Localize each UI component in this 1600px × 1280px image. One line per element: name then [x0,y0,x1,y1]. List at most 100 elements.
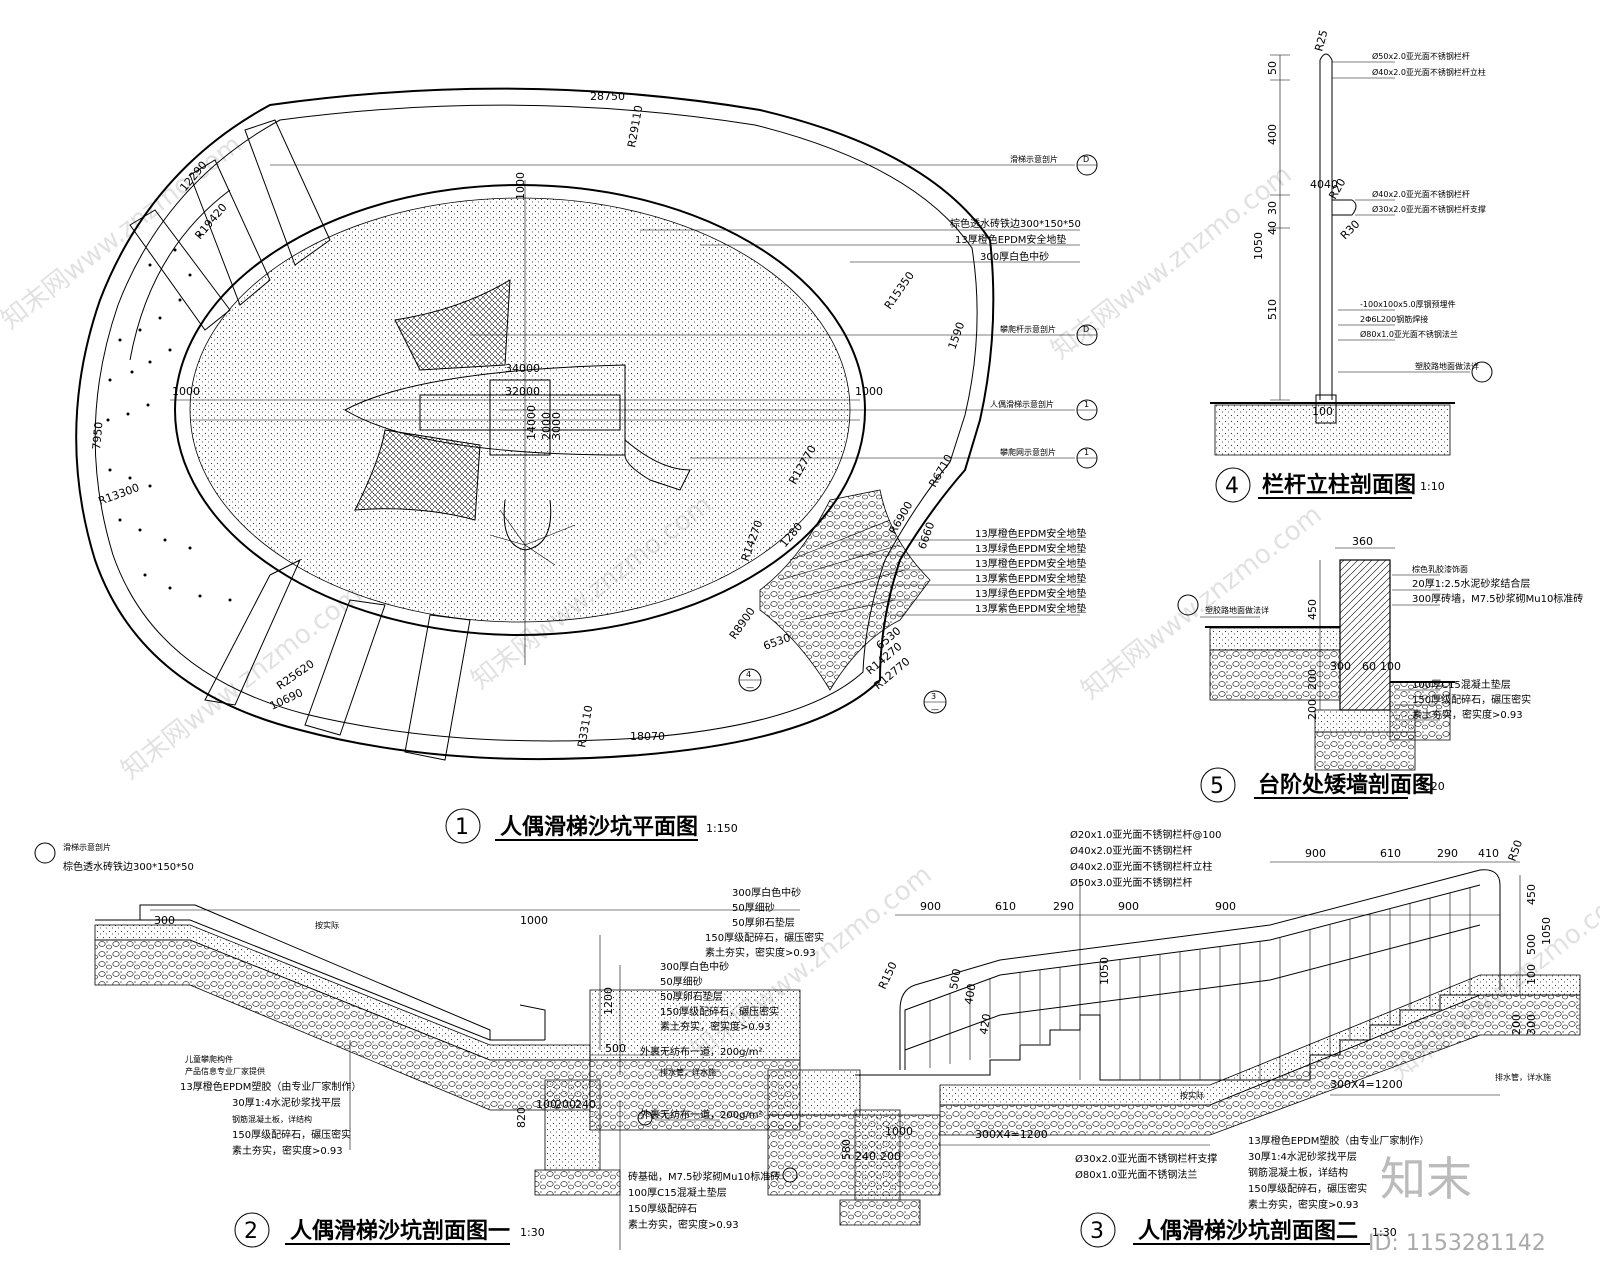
svg-text:1: 1 [1084,400,1089,409]
puppet-deck [419,394,621,431]
dim-s2-240: 240 [575,1098,596,1111]
svg-text:D: D [1083,155,1089,164]
note-wall-7: 素土夯实，密实度>0.93 [1412,708,1523,721]
dim-s3-stairs-a: 300X4=1200 [975,1128,1048,1141]
dim-2000: 2000 [540,412,553,440]
dim-s2-820: 820 [515,1107,528,1128]
dim-s3-1000: 1000 [885,1125,913,1138]
dim-r13300: R13300 [97,481,142,508]
note-s3-bottom-2: Ø80x1.0亚光面不锈钢法兰 [1075,1168,1197,1181]
dim-s3-r150: R150 [876,960,900,991]
section-2-ref-marker [34,842,56,864]
dim-s3-1050: 1050 [1540,917,1553,945]
dim-r29110: R29110 [625,104,645,148]
section-2-slide: 300 1000 按实际 1200 500 820 100 200 240 滑梯… [34,842,801,1250]
dim-3000: 3000 [550,412,563,440]
dim-s3-l420: 420 [977,1013,993,1036]
callout-white-sand: 300厚白色中砂 [980,250,1049,263]
dim-r19420: R19420 [192,201,229,242]
climbing-net-upper [394,279,511,371]
svg-text:1: 1 [1084,448,1089,457]
section-4-ref-marker [1471,361,1493,383]
dim-1590: 1590 [946,320,968,351]
sec2-right-notes: 300厚白色中砂 50厚细砂 50厚卵石垫层 150厚级配碎石，碾压密实 素土夯… [640,960,779,1121]
dim-s3-610a: 610 [995,900,1016,913]
stepping-dots [106,233,232,602]
sec4-title-scale: 1:10 [1420,480,1445,493]
dim-post-4040: 4040 [1310,178,1338,191]
dim-s3-240: 240 [855,1150,876,1163]
callout-epdm-3: 13厚橙色EPDM安全地垫 [975,557,1086,570]
dim-1000-left: 1000 [172,385,200,398]
callout-slide-section: 滑梯示意剖片 [1010,154,1058,164]
sec2-title-text: 人偶滑梯沙坑剖面图一 [290,1218,510,1244]
sec5-title-number: 5 [1210,774,1224,799]
dim-post-50: 50 [1266,61,1279,75]
dim-s3-900b: 900 [1118,900,1139,913]
note-s2-left-5: 钢筋混凝土板，详结构 [232,1114,312,1124]
callout-epdm-2: 13厚绿色EPDM安全地垫 [975,542,1086,555]
section-4-title: 4 栏杆立柱剖面图 1:10 [1215,467,1445,503]
section-marker-3: 3— [923,690,947,714]
plan-title-number: 1 [455,815,469,840]
note-s2-right-3: 50厚卵石垫层 [660,990,723,1003]
sec3-left-notes: 300厚白色中砂 50厚细砂 50厚卵石垫层 150厚级配碎石，碾压密实 素土夯… [705,886,824,959]
note-s3-top-1: Ø20x1.0亚光面不锈钢栏杆@100 [1070,828,1222,841]
dim-1000-right: 1000 [855,385,883,398]
dim-s3-500: 500 [1525,934,1538,955]
note-s3-right-4: 150厚级配碎石，碾压密实 [1248,1182,1367,1195]
note-s2-top-1: 滑梯示意剖片 [63,842,111,852]
sec3-right-notes: 13厚橙色EPDM塑胶（由专业厂家制作） 30厚1:4水泥砂浆找平层 钢筋混凝土… [1248,1134,1429,1211]
note-s2-bottom-3: 150厚级配碎石 [628,1202,697,1215]
note-post-8: 塑胶路地面做法详 [1415,361,1479,371]
dim-r33110: R33110 [575,704,595,748]
dim-s3-300: 300 [1525,1014,1538,1035]
svg-text:D: D [1083,325,1089,334]
dim-post-100: 100 [1312,405,1333,418]
dim-wall-60: 60 [1362,660,1376,673]
dim-s2-500: 500 [605,1042,626,1055]
dim-wall-300: 300 [1330,660,1351,673]
note-wall-4: 塑胶路地面做法详 [1205,605,1269,615]
note-s3-top-4: Ø50x3.0亚光面不锈钢栏杆 [1070,876,1192,889]
dim-r6900: R6900 [886,499,915,536]
callout-climb-net-section: 攀爬网示意剖片 [1000,447,1056,457]
note-s3-bottom-1: Ø30x2.0亚光面不锈钢栏杆支撑 [1075,1152,1217,1165]
callout-epdm-4: 13厚紫色EPDM安全地垫 [975,572,1086,585]
note-s3-right-3: 钢筋混凝土板，详结构 [1248,1166,1348,1179]
section-3-stairs: 900 610 290 900 900 900 610 290 410 R50 … [705,828,1581,1248]
section-5-ref-marker [1177,594,1199,616]
section-marker-4: 4— [738,668,762,692]
puppet-tower [489,379,551,456]
section-marker-1-b: 1 [1076,447,1098,469]
plan-title-text: 人偶滑梯沙坑平面图 [500,814,698,840]
dim-s3-mid: 按实际 [1180,1090,1204,1100]
dim-s3-100: 100 [1525,964,1538,985]
sec2-title-number: 2 [244,1219,258,1244]
dim-s3-410: 410 [1478,847,1499,860]
dim-post-r30: R30 [1338,218,1362,242]
plan-callouts: 滑梯示意剖片 棕色透水砖铁边300*150*50 13厚橙色EPDM安全地垫 3… [950,154,1086,615]
plan-view: 28750 R29110 12290 R19420 R15350 1590 10… [75,87,1098,844]
plan-title: 1 人偶滑梯沙坑平面图 1:150 [445,808,738,844]
note-s3-right-2: 30厚1:4水泥砂浆找平层 [1248,1150,1357,1163]
callout-epdm-mat: 13厚橙色EPDM安全地垫 [955,233,1066,246]
dim-6530-a: 6530 [762,631,793,653]
note-s2-left-2: 产品信息专业厂家提供 [185,1066,265,1076]
dim-s3-r50: R50 [1506,838,1526,863]
note-s2-top-2: 棕色透水砖铁边300*150*50 [63,860,194,873]
section-3-title: 3 人偶滑梯沙坑剖面图二 1:30 [1080,1212,1397,1248]
dim-wall-450: 450 [1306,599,1319,620]
note-s3-right-1: 13厚橙色EPDM塑胶（由专业厂家制作） [1248,1134,1429,1147]
svg-text:—: — [931,705,939,714]
note-wall-1: 棕色乳胶漆饰面 [1412,564,1468,574]
sec2-title-scale: 1:30 [520,1226,545,1239]
sec3-title-text: 人偶滑梯沙坑剖面图二 [1138,1218,1358,1244]
dim-r8900: R8900 [727,605,758,642]
note-post-6: 2Φ6L200钢筋焊接 [1360,314,1428,324]
svg-text:4: 4 [746,670,751,679]
sec5-title-scale: 1:20 [1420,780,1445,793]
callout-paver-edge: 棕色透水砖铁边300*150*50 [950,217,1081,230]
slide-ramp-bottom-2 [304,599,386,736]
dim-wall-100: 100 [1380,660,1401,673]
